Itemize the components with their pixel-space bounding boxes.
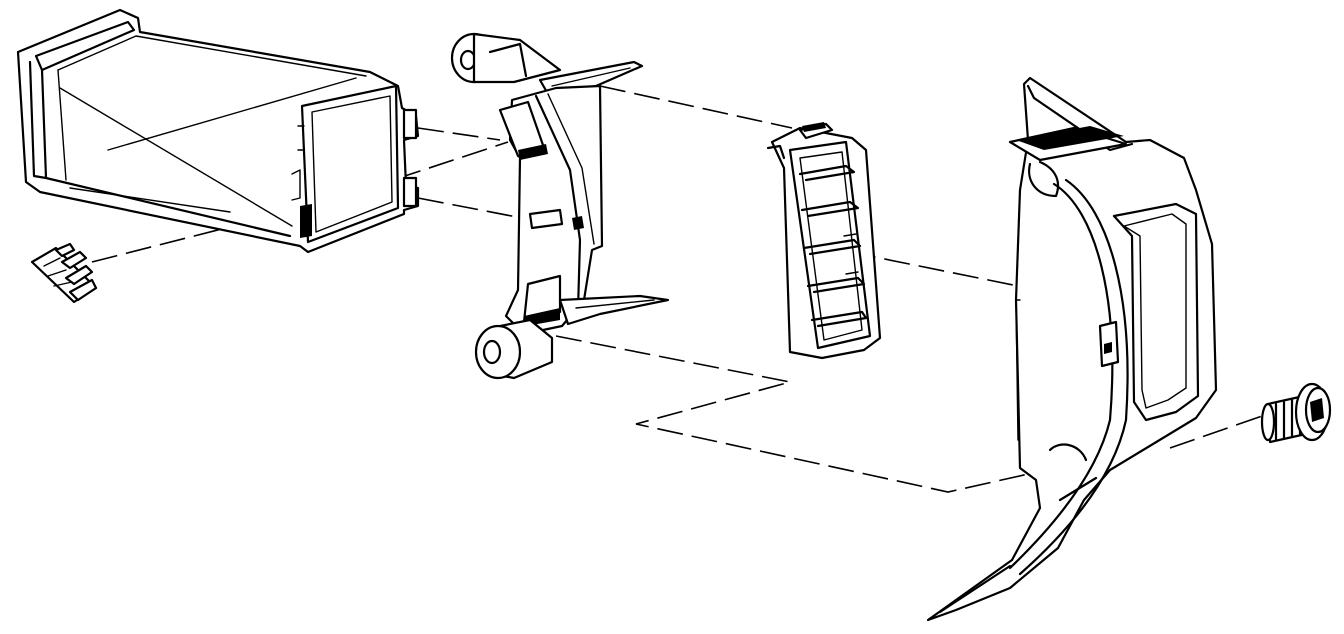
vent-grille (766, 122, 882, 360)
wiring-connector (30, 242, 98, 304)
guide-line-screw (1169, 413, 1269, 449)
guide-line-duct-upper (417, 127, 501, 141)
guide-line-housing-to-grille (599, 85, 793, 129)
air-duct (16, 8, 420, 254)
screw (1260, 382, 1332, 444)
guide-line-duct-lower (417, 197, 523, 219)
guide-line-housing-bottom (555, 335, 1083, 493)
guide-line-grille-to-panel (849, 251, 1019, 287)
trim-panel (926, 76, 1218, 622)
vent-housing (450, 32, 670, 380)
